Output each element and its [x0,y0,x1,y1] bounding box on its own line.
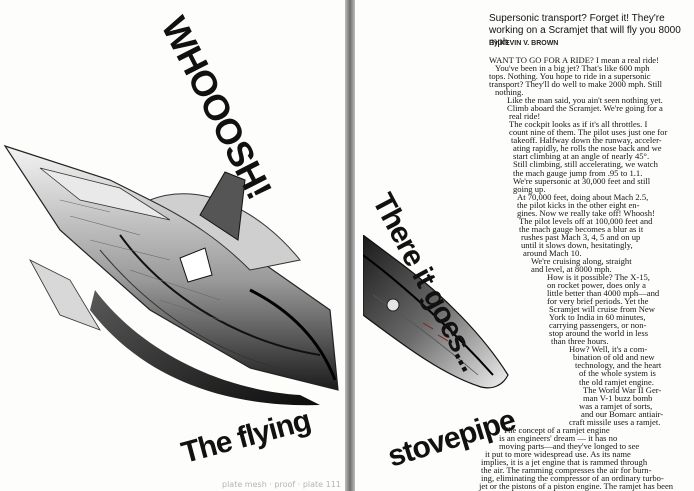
article-line: carrying passengers, or non- [549,320,647,331]
article-line: on rocket power, does only a [547,280,646,291]
article-line: tops. Nothing. You hope to ride in a sup… [489,71,651,82]
article-line: The cockpit looks as if it's all throttl… [509,119,648,130]
page-gutter [345,0,355,491]
article-line: stop around the world in less [549,328,649,339]
article-line: for very brief periods. Yet the [547,296,649,307]
article-line: Still climbing, still accelerating, we w… [513,159,658,170]
article-line: count nine of them. The pilot uses just … [509,127,668,138]
article-line: WANT TO GO FOR A RIDE? I mean a real rid… [489,55,659,65]
article-line: and our Bomarc antiair- [581,408,664,419]
article-line: nothing. [495,87,524,98]
article-line: gines. Now we really take off! Whoosh! [517,207,655,218]
article-line: around Mach 10. [523,247,582,258]
article-line: going up. [513,183,546,194]
article-line: ating rapidly, he rolls the nose back an… [513,143,662,154]
article-line: The pilot levels off at 100,000 feet and [519,215,653,226]
article-line: At 70,000 feet, doing about Mach 2.5, [517,191,649,202]
article-line: little better than 4000 mph—and [547,288,660,299]
article-line: jet or the pistons of a piston engine. T… [479,481,674,491]
article-line: We're supersonic at 30,000 feet and stil… [513,175,651,186]
article-line: craft missile uses a ramjet. [569,416,661,427]
article-line: How? Well, it's a com- [569,344,648,355]
article-line: it put to more widespread use. As its na… [485,448,631,459]
article-line: implies, it is a jet engine that is ramm… [481,456,648,467]
article-line: ing, eliminating the compressor of an or… [481,472,664,483]
article-line: rushes past Mach 3, 4, 5 and on up [521,231,641,242]
article-line: is an engineers' dream — it has no [499,432,618,443]
article-line: the mach gauge jump from .95 to 1.1. [513,167,643,178]
article-line: than three hours. [551,336,609,347]
article-line: of the whole system is [579,368,656,379]
article-line: takeoff. Halfway down the runway, accele… [511,135,662,146]
article-line: moving parts—and they've longed to see [499,440,640,451]
article-line: technology, and the heart [575,360,662,371]
margin-note: plate mesh · proof · plate 111 [222,480,341,489]
article-line: the mach gauge becomes a blur as it [519,223,644,234]
article-line: the old ramjet engine. [579,376,654,387]
article-line: Like the man said, you ain't seen nothin… [507,95,663,106]
article-line: York to India in 60 minutes, [549,312,646,323]
scramjet-illustration-left [3,144,339,406]
article-line: was a ramjet of sorts, [579,400,653,411]
article-line: start climbing at an angle of nearly 45°… [513,151,650,162]
scramjet-illustration-right [363,235,509,389]
article-line: How is it possible? The X-15, [547,272,650,283]
article-line: Climb aboard the Scramjet. We're going f… [507,103,663,114]
article-line: and level, at 8000 mph. [531,263,612,274]
article-line: transport? They'll do well to make 2000 … [489,79,663,90]
article-line: until it slows down, hesitatingly, [521,239,633,250]
article-line: the pilot kicks in the other eight en- [517,199,640,210]
article-line: man V-1 buzz bomb [583,392,653,403]
article-line: The World War II Ger- [583,384,662,395]
article-line: bination of old and new [573,352,655,363]
article-line: The concept of a ramjet engine [503,424,610,435]
right-page [355,0,694,491]
article-line: We're cruising along, straight [531,255,632,266]
article-line: You've been in a big jet? That's like 60… [495,63,650,74]
article-byline: By KEVIN V. BROWN [489,40,559,47]
article-line: real ride! [509,111,541,122]
article-subtitle: Supersonic transport? Forget it! They're… [489,13,681,48]
article-line: the air. The ramming compresses the air … [481,464,652,475]
article-line: Scramjet will cruise from New [549,304,655,315]
